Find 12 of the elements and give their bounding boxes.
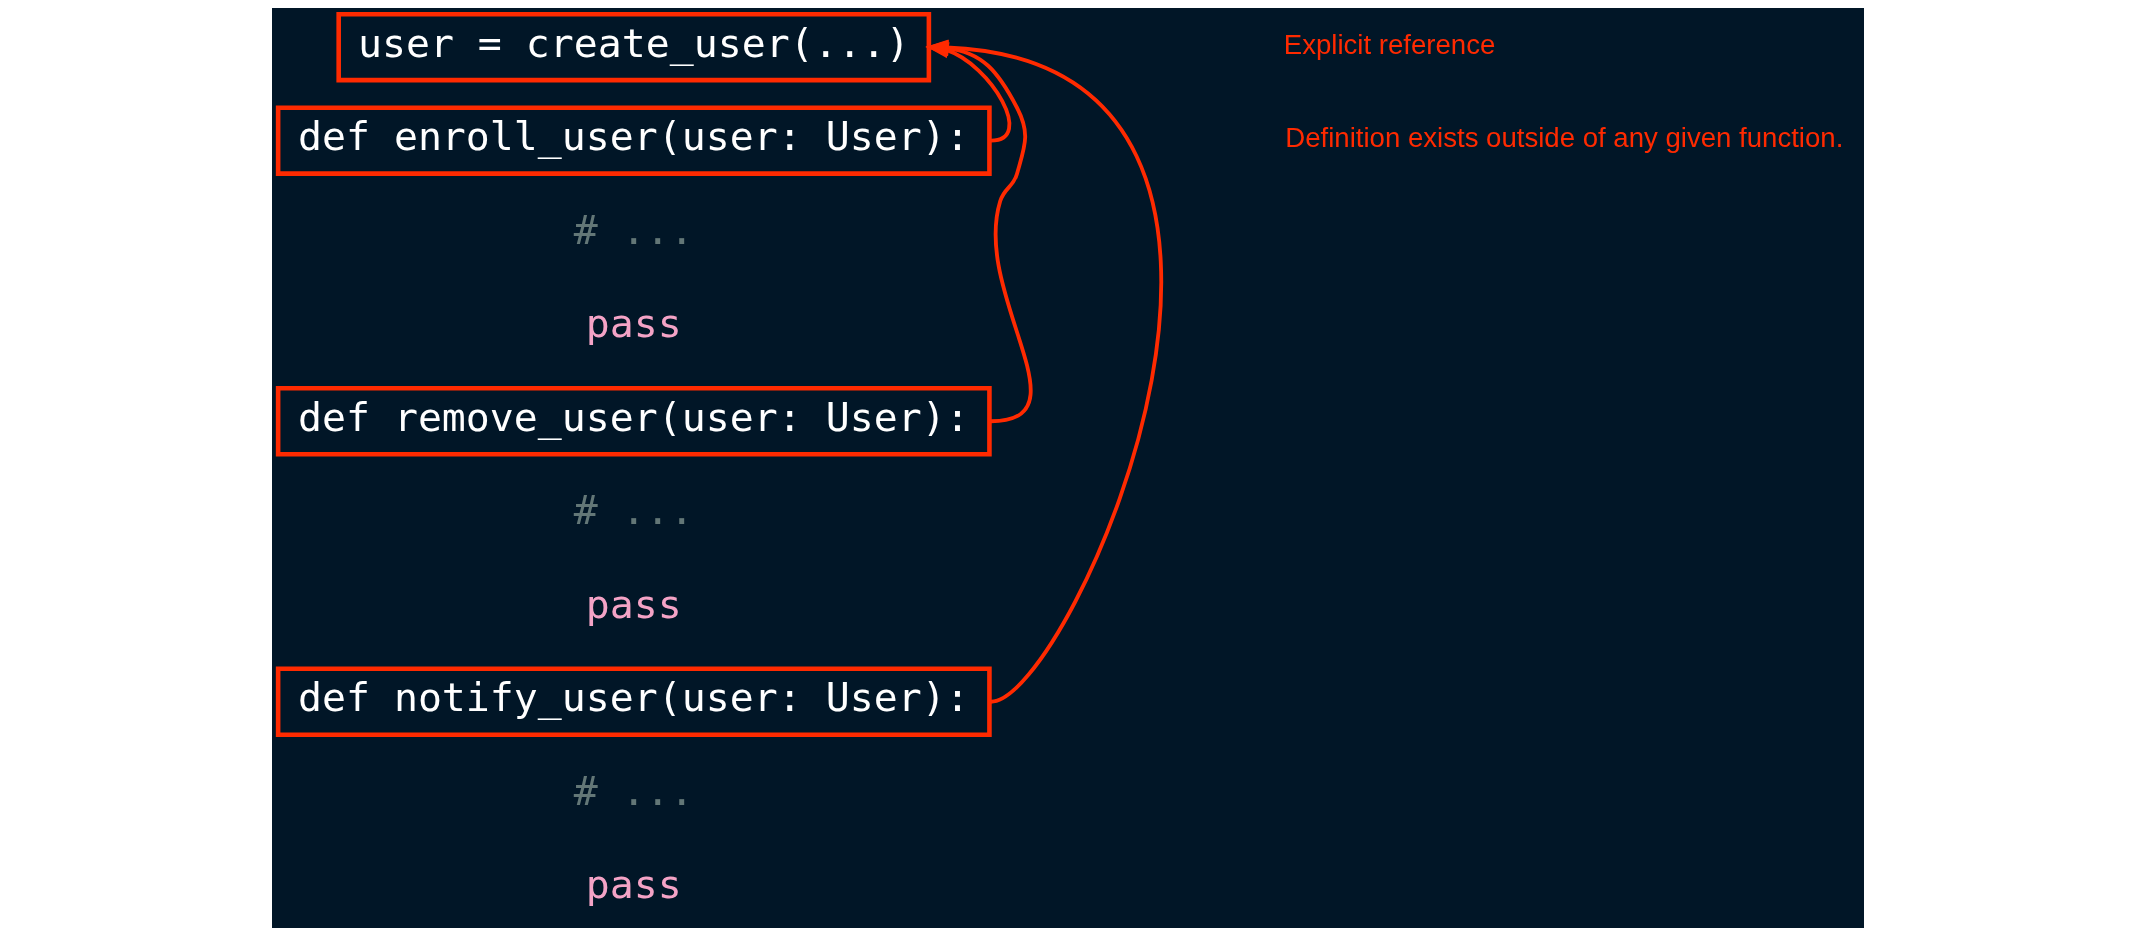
label: # ... (573, 206, 694, 253)
node-box: def enroll_user(user: User): (275, 105, 992, 176)
node-box: user = create_user(...) (336, 11, 932, 83)
label: pass (585, 300, 682, 347)
label: Explicit reference (1283, 28, 1496, 60)
node-box: def notify_user(user: User): (275, 666, 992, 738)
label: Definition exists outside of any given function. (1285, 122, 1844, 154)
label: # ... (573, 767, 694, 814)
label: # ... (573, 487, 694, 534)
label: pass (585, 861, 682, 908)
node-box: def remove_user(user: User): (275, 386, 992, 457)
label: pass (585, 580, 682, 627)
